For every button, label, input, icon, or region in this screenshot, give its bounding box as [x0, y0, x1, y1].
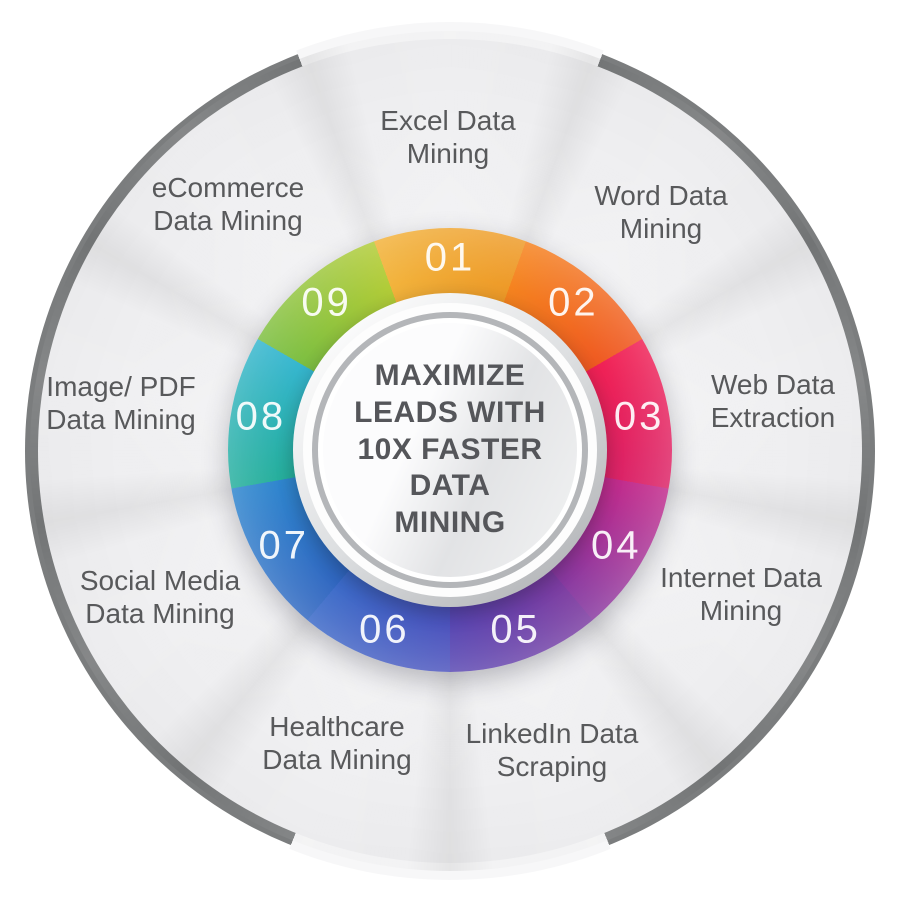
segment-number-02: 02 — [548, 280, 599, 325]
segment-label-social: Social Media Data Mining — [79, 564, 241, 629]
center-title: MAXIMIZE LEADS WITH 10X FASTER DATA MINI… — [354, 358, 546, 540]
segment-label-word: Word Data Mining — [594, 179, 728, 244]
segment-number-01: 01 — [424, 235, 476, 280]
segment-number-05: 05 — [490, 607, 541, 652]
segment-label-internet: Internet Data Mining — [660, 561, 822, 626]
segment-number-09: 09 — [301, 280, 352, 325]
segment-label-healthcare: Healthcare Data Mining — [262, 710, 412, 775]
segment-number-03: 03 — [613, 394, 665, 439]
medallion-face: MAXIMIZE LEADS WITH 10X FASTER DATA MINI… — [323, 323, 577, 577]
segment-number-04: 04 — [591, 523, 642, 568]
segment-label-excel: Excel Data Mining — [380, 104, 516, 169]
segment-number-06: 06 — [359, 607, 410, 652]
segment-label-web: Web Data Extraction — [710, 368, 836, 433]
segment-label-ecommerce: eCommerce Data Mining — [151, 171, 305, 236]
segment-number-07: 07 — [258, 523, 309, 568]
segment-label-linkedin: LinkedIn Data Scraping — [465, 717, 639, 782]
segment-label-image-pdf: Image/ PDF Data Mining — [46, 370, 196, 435]
segment-number-08: 08 — [235, 394, 287, 439]
